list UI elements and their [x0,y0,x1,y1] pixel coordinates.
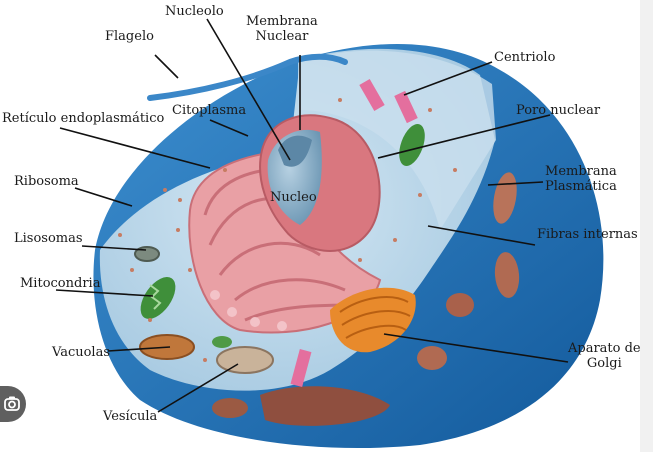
label-membrana-nuclear: Membrana Nuclear [246,14,318,44]
label-vacuolas: Vacuolas [52,345,111,360]
label-nucleolo: Nucleolo [165,4,224,19]
leader-ribosoma [74,187,133,207]
label-membrana-plasmatica: Membrana Plasmática [545,164,617,194]
label-poro-nuclear: Poro nuclear [516,103,601,118]
label-fibras-internas: Fibras internas [537,227,638,242]
outer-mitochondria [212,172,520,426]
leader-nucleolo [206,18,291,161]
leader-vacuolas [107,346,171,352]
label-citoplasma: Citoplasma [172,103,247,118]
animal-cell-illustration [55,18,604,449]
page-side-scrollbar[interactable] [640,0,653,452]
leader-lines [55,18,569,413]
leader-lisosomas [81,245,147,251]
label-nucleo: Nucleo [270,190,317,205]
label-ribosoma: Ribosoma [14,174,79,189]
leader-poro-nuclear [377,114,551,159]
inner-mitochondria [140,123,425,348]
vesicle [216,346,274,374]
lysosome [134,246,160,262]
leader-membrana-plasmatica [487,181,544,186]
label-centriolo: Centriolo [494,50,556,65]
label-mitocondria: Mitocondria [20,276,101,291]
label-flagelo: Flagelo [105,29,154,44]
label-lisosomas: Lisosomas [14,231,83,246]
leader-mitocondria [55,289,154,297]
label-aparato-golgi: Aparato de Golgi [568,341,641,371]
leader-reticulo [59,127,211,169]
leader-fibras [427,225,536,246]
label-reticulo: Retículo endoplasmático [2,111,165,126]
label-vesicula: Vesícula [103,409,158,424]
leader-flagelo [154,54,179,79]
visual-search-button[interactable] [0,386,26,422]
leader-centriolo [403,61,493,96]
nucleus [259,114,381,252]
centrioles [290,79,418,387]
leader-vesicula [157,363,239,413]
lens-icon [4,396,20,411]
leader-golgi [383,333,569,363]
flagellum [147,53,348,101]
ribosomes [118,98,457,362]
leader-citoplasma [209,119,249,137]
